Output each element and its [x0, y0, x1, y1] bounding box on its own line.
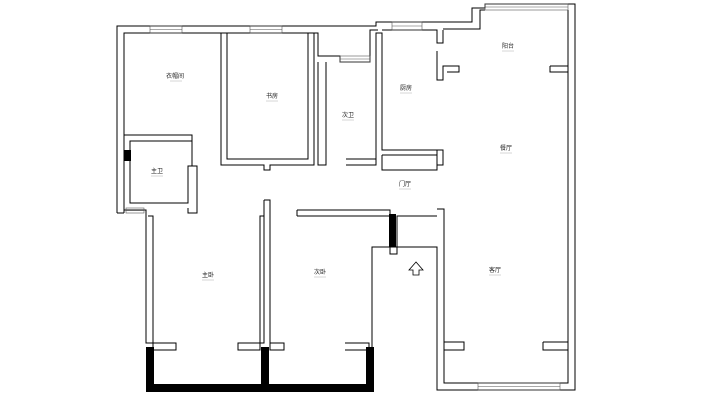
- windows: [125, 3, 569, 391]
- label-cloakroom: 衣帽间: [166, 72, 184, 80]
- wall-bay-middle: [261, 347, 269, 391]
- inner-walls: [117, 29, 569, 351]
- label-dining: 餐厅: [500, 144, 512, 152]
- wall-entry-block: [389, 214, 396, 247]
- label-balcony: 阳台: [502, 42, 514, 50]
- label-master-bath: 主卫: [151, 167, 163, 175]
- room-labels: 衣帽间 书房 次卫 厨房 阳台 餐厅 主卫 门厅 主卧 次卧 客厅: [151, 42, 514, 281]
- wall-master-bath-block: [124, 150, 131, 161]
- entry-arrow-icon: [408, 261, 424, 276]
- label-kitchen: 厨房: [400, 84, 412, 92]
- wall-bay-bottom-left: [146, 384, 267, 392]
- label-study: 书房: [266, 92, 278, 100]
- label-foyer: 门厅: [399, 180, 411, 188]
- label-second-bedroom: 次卧: [314, 268, 326, 276]
- wall-bay-right: [366, 347, 374, 391]
- label-master-bedroom: 主卧: [202, 271, 214, 279]
- label-second-bath: 次卫: [342, 111, 354, 119]
- wall-bay-bottom-right: [267, 384, 374, 392]
- wall-bay-left: [146, 347, 154, 391]
- label-living-room: 客厅: [489, 266, 501, 274]
- solid-walls: [124, 150, 396, 392]
